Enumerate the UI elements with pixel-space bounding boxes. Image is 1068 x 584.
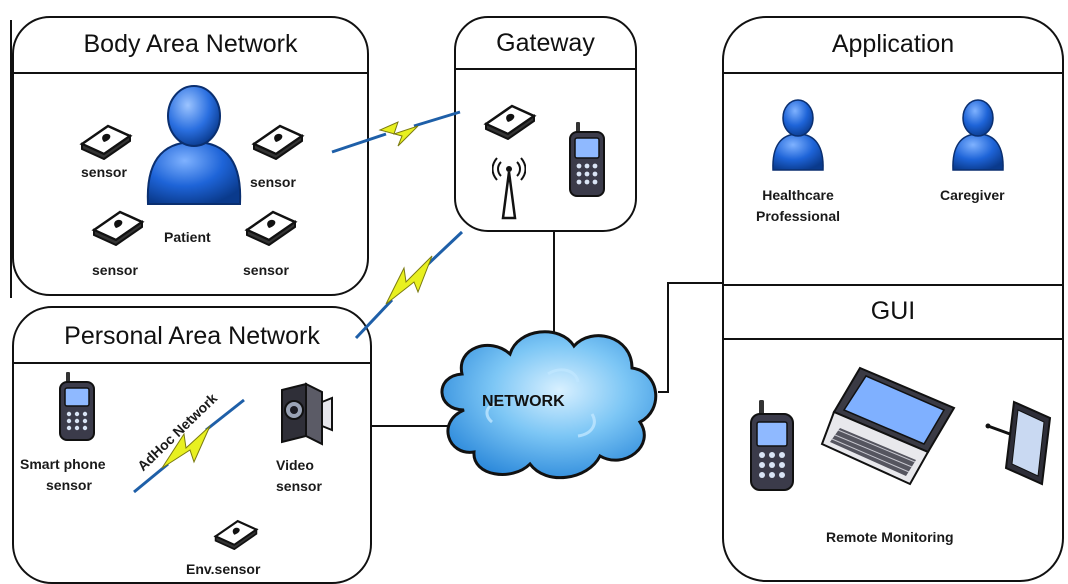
healthcare-label-line-1: Healthcare	[762, 187, 834, 203]
healthcare-label-line-2: Professional	[755, 208, 841, 224]
video-sensor-label: Video sensor	[276, 455, 322, 497]
network-label: NETWORK	[482, 393, 565, 410]
smart-phone-label-line-2: sensor	[46, 477, 92, 493]
patient-person-icon	[146, 85, 242, 205]
body-area-network-box: Body Area Network	[12, 16, 369, 296]
sensor-label-top-right: sensor	[250, 174, 296, 190]
left-edge-line	[10, 20, 12, 298]
gui-label: GUI	[870, 297, 916, 325]
mobile-phone-icon	[750, 400, 794, 491]
healthcare-professional-person-icon	[772, 99, 824, 171]
video-camera-icon	[281, 382, 333, 446]
smart-phone-label-line-1: Smart phone	[20, 456, 106, 472]
sensor-label-top-left: sensor	[81, 164, 127, 180]
laptop-icon	[820, 366, 956, 486]
network-cloud-icon	[440, 330, 658, 480]
caregiver-label: Caregiver	[940, 187, 1005, 203]
application-title: Application	[724, 18, 1062, 74]
body-area-network-title: Body Area Network	[14, 18, 367, 74]
sensor-node-icon	[483, 104, 537, 140]
mobile-phone-icon	[569, 122, 605, 197]
sensor-node-icon	[251, 124, 305, 160]
patient-label: Patient	[164, 229, 211, 245]
gateway-title: Gateway	[456, 18, 635, 70]
sensor-node-icon	[244, 210, 298, 246]
sensor-label-bottom-right: sensor	[243, 262, 289, 278]
remote-monitoring-label: Remote Monitoring	[826, 529, 954, 545]
gui-section: GUI	[724, 284, 1062, 340]
smart-phone-icon	[59, 372, 95, 441]
gateway-box: Gateway	[454, 16, 637, 232]
healthcare-professional-label: Healthcare Professional	[738, 185, 858, 227]
sensor-label-bottom-left: sensor	[92, 262, 138, 278]
env-sensor-label: Env.sensor	[186, 561, 261, 577]
sensor-node-icon	[91, 210, 145, 246]
antenna-icon	[492, 157, 526, 220]
sensor-node-icon	[79, 124, 133, 160]
env-sensor-node-icon	[213, 519, 259, 550]
tablet-icon	[985, 400, 1052, 486]
video-label-line-1: Video	[276, 457, 314, 473]
personal-area-network-title: Personal Area Network	[14, 308, 370, 364]
video-label-line-2: sensor	[276, 478, 322, 494]
smart-phone-sensor-label: Smart phone sensor	[20, 454, 106, 496]
caregiver-person-icon	[952, 99, 1004, 171]
